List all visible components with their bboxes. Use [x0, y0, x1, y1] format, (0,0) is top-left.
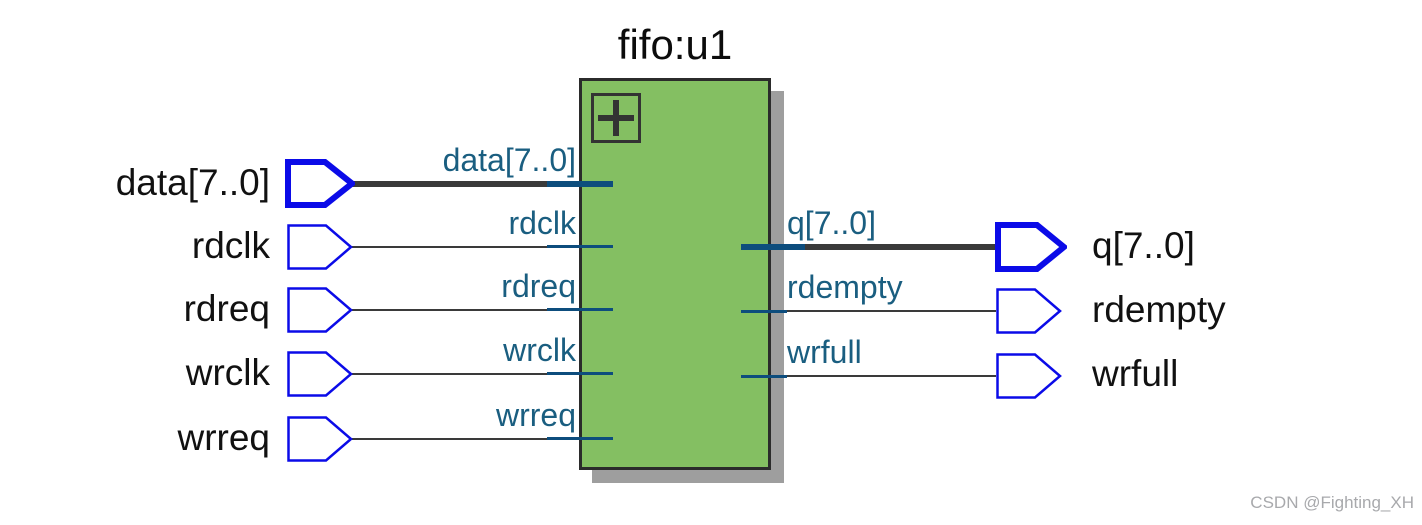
- port-arrow-shape: [996, 288, 1062, 334]
- port-arrow-shape: [285, 159, 355, 208]
- wire-wrreq[interactable]: [352, 438, 547, 440]
- input-label-wrclk: wrclk: [185, 352, 270, 394]
- pin-label-wrfull: wrfull: [787, 334, 862, 370]
- pin-label-rdempty: rdempty: [787, 269, 903, 305]
- wire-rdclk[interactable]: [352, 246, 547, 248]
- output-port-symbol-rdempty[interactable]: [996, 288, 1062, 334]
- pin-label-wrreq: wrreq: [495, 397, 576, 433]
- wire-stub-rdreq: [547, 308, 613, 311]
- input-label-rdreq: rdreq: [183, 288, 270, 330]
- wire-stub-wrreq: [547, 437, 613, 440]
- port-arrow-shape: [287, 351, 353, 397]
- wire-data-bus[interactable]: [352, 181, 547, 187]
- port-arrow-shape: [287, 416, 353, 462]
- port-arrow-shape: [995, 222, 1067, 272]
- watermark-text: CSDN @Fighting_XH: [1250, 493, 1414, 512]
- wire-stub-rdclk: [547, 245, 613, 248]
- output-label-wrfull: wrfull: [1092, 353, 1179, 395]
- module-instance-title: fifo:u1: [617, 21, 733, 68]
- input-label-rdclk: rdclk: [191, 225, 270, 267]
- pin-label-wrclk: wrclk: [503, 332, 576, 368]
- wire-wrfull[interactable]: [787, 375, 996, 377]
- output-port-symbol-wrfull[interactable]: [996, 353, 1062, 399]
- wire-wrclk[interactable]: [352, 373, 547, 375]
- expand-plus-icon[interactable]: [591, 93, 641, 143]
- output-port-symbol-q[interactable]: [995, 222, 1067, 272]
- wire-rdempty[interactable]: [787, 310, 996, 312]
- module-block-fifo-u1[interactable]: [579, 78, 771, 470]
- port-arrow-shape: [287, 287, 353, 333]
- input-port-symbol-rdclk[interactable]: [287, 224, 353, 270]
- output-label-q: q[7..0]: [1092, 225, 1195, 267]
- wire-stub-wrfull: [741, 375, 787, 378]
- plus-glyph: [598, 100, 634, 136]
- wire-stub-q: [741, 244, 805, 250]
- wire-rdreq[interactable]: [352, 309, 547, 311]
- pin-label-data: data[7..0]: [442, 142, 576, 178]
- wire-stub-rdempty: [741, 310, 787, 313]
- input-port-symbol-wrclk[interactable]: [287, 351, 353, 397]
- input-port-symbol-wrreq[interactable]: [287, 416, 353, 462]
- pin-label-rdreq: rdreq: [501, 268, 576, 304]
- input-port-symbol-data[interactable]: [285, 159, 355, 208]
- input-port-symbol-rdreq[interactable]: [287, 287, 353, 333]
- port-arrow-shape: [287, 224, 353, 270]
- port-arrow-shape: [996, 353, 1062, 399]
- wire-stub-wrclk: [547, 372, 613, 375]
- input-label-wrreq: wrreq: [177, 417, 270, 459]
- wire-stub-data: [547, 181, 613, 187]
- pin-label-q: q[7..0]: [787, 205, 876, 241]
- pin-label-rdclk: rdclk: [508, 205, 576, 241]
- output-label-rdempty: rdempty: [1092, 289, 1226, 331]
- wire-q-bus[interactable]: [805, 244, 996, 250]
- input-label-data: data[7..0]: [115, 162, 270, 204]
